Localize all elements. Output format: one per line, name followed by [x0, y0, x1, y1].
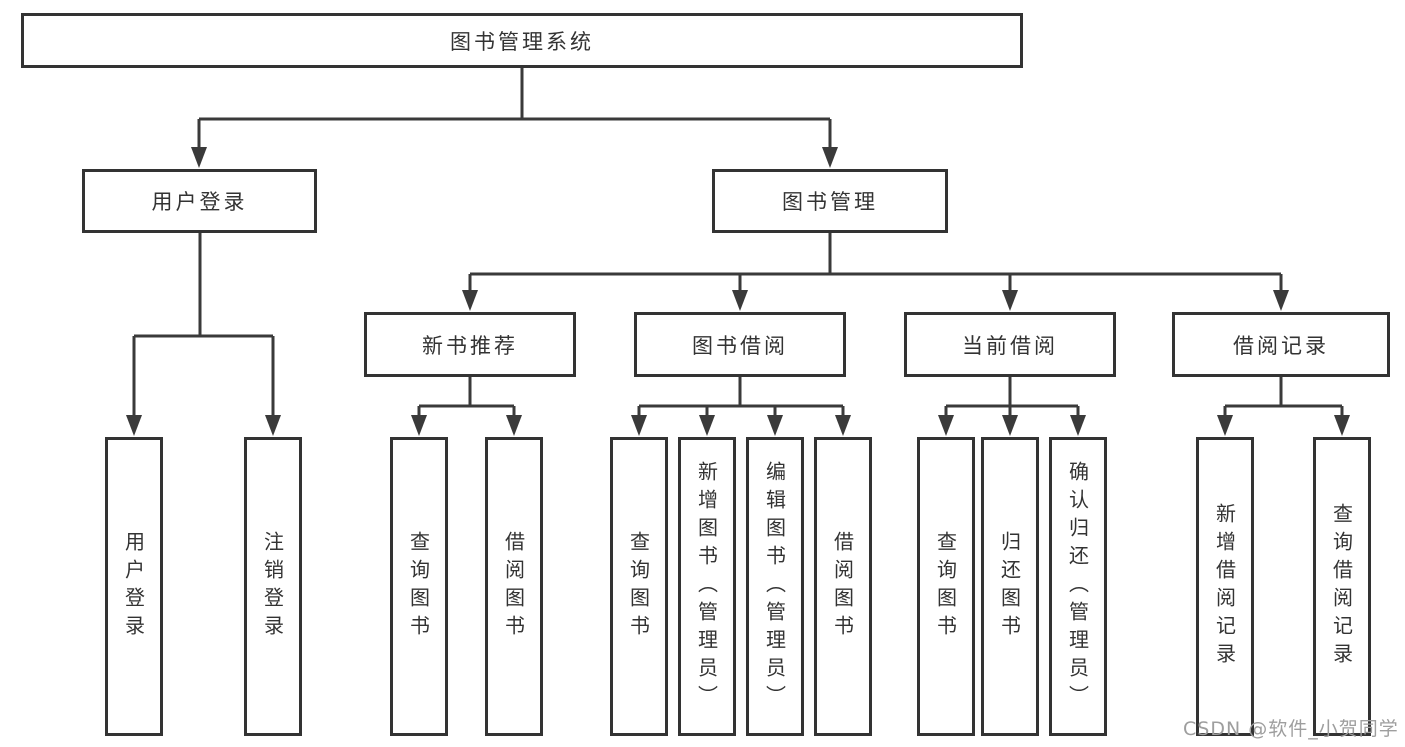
node-new-book-recommend: 新书推荐 — [364, 312, 576, 377]
leaf-records-add-record: 新增借阅记录 — [1196, 437, 1254, 736]
leaf-records-query-record: 查询借阅记录 — [1313, 437, 1371, 736]
node-book-borrowing: 图书借阅 — [634, 312, 846, 377]
leaf-recommend-query-books: 查询图书 — [390, 437, 448, 736]
leaf-user-login: 用户登录 — [105, 437, 163, 736]
leaf-current-return-books: 归还图书 — [981, 437, 1039, 736]
node-borrowing-records: 借阅记录 — [1172, 312, 1390, 377]
leaf-borrowing-query-books: 查询图书 — [610, 437, 668, 736]
node-library-system: 图书管理系统 — [21, 13, 1023, 68]
leaf-borrowing-edit-books: 编辑图书（管理员） — [746, 437, 804, 736]
node-book-management: 图书管理 — [712, 169, 948, 233]
node-user-login: 用户登录 — [82, 169, 317, 233]
leaf-current-query-books: 查询图书 — [917, 437, 975, 736]
leaf-current-confirm-return: 确认归还（管理员） — [1049, 437, 1107, 736]
leaf-recommend-borrow-books: 借阅图书 — [485, 437, 543, 736]
leaf-logout: 注销登录 — [244, 437, 302, 736]
watermark: CSDN @软件_小贺同学 — [1183, 718, 1399, 740]
leaf-borrowing-add-books: 新增图书（管理员） — [678, 437, 736, 736]
node-current-borrowing: 当前借阅 — [904, 312, 1116, 377]
leaf-borrowing-borrow-books: 借阅图书 — [814, 437, 872, 736]
